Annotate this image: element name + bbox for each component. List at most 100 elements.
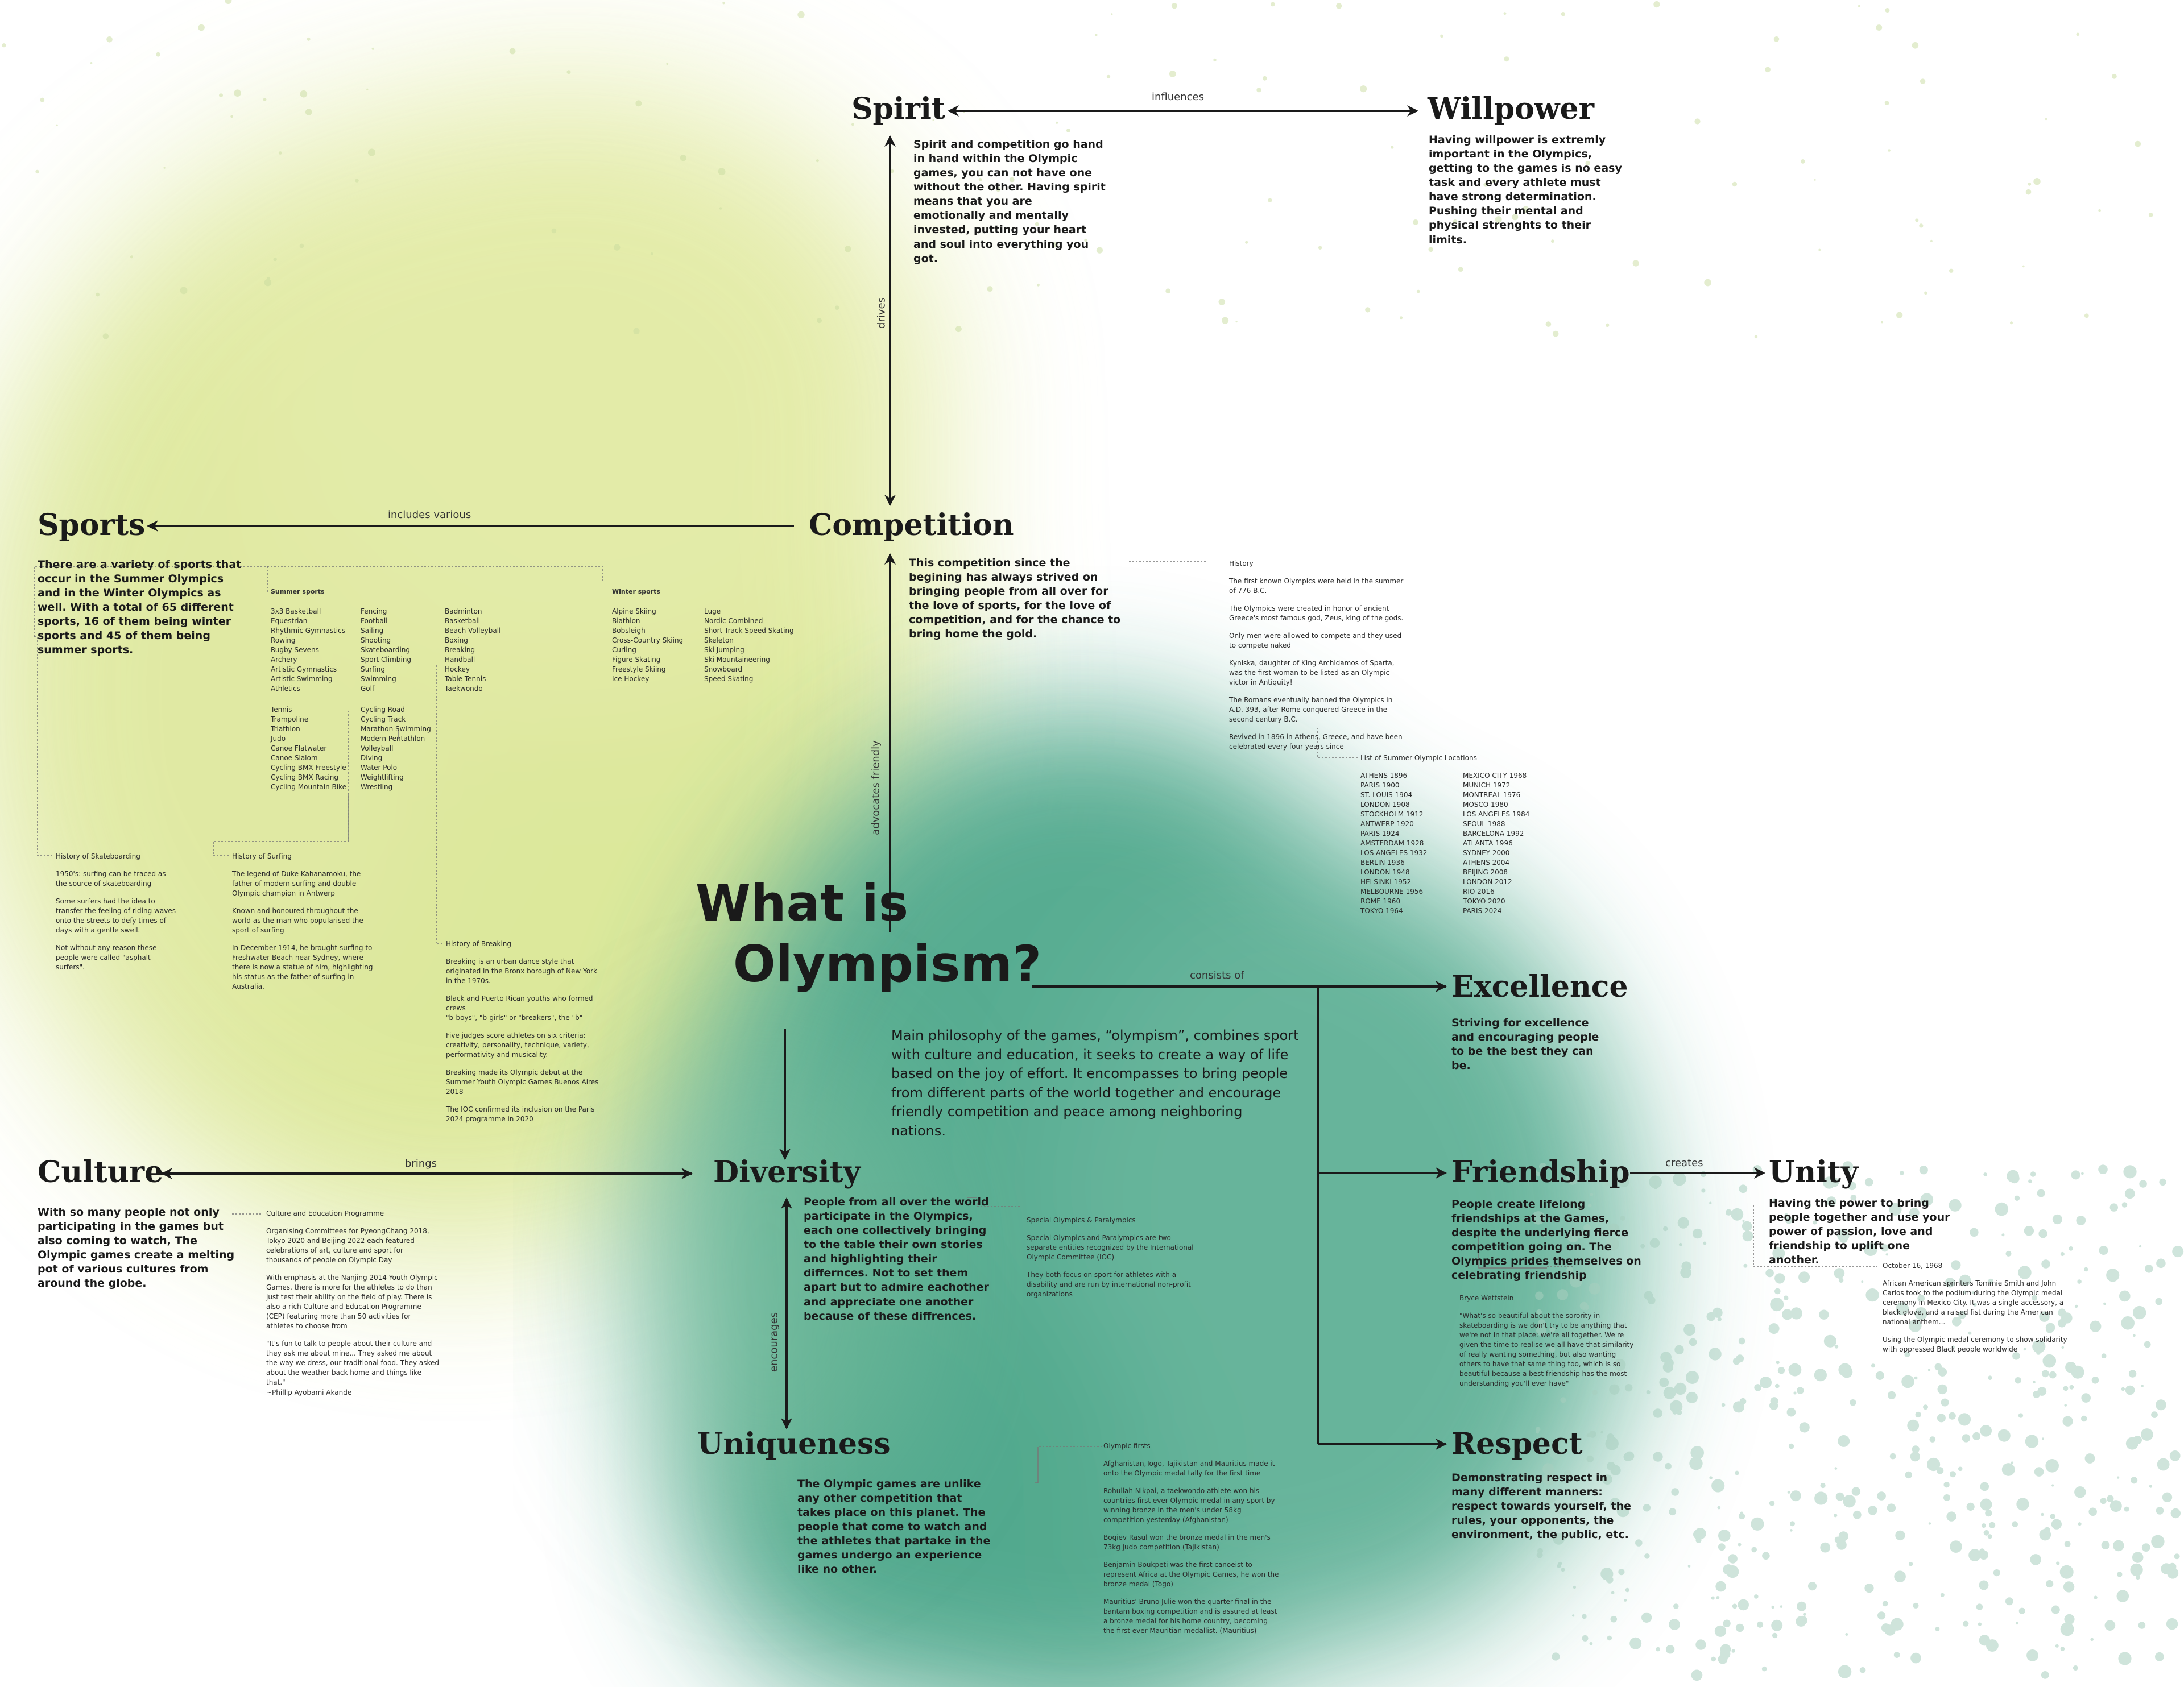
splatter-dot (817, 318, 822, 324)
splatter-dot (1669, 1508, 1677, 1516)
splatter-dot (2094, 1595, 2098, 1599)
splatter-dot (2081, 1172, 2084, 1175)
list-item: PARIS 1924 (1360, 830, 1400, 838)
splatter-dot (2005, 1597, 2013, 1606)
splatter-dot (1780, 1605, 1783, 1608)
splatter-dot (1775, 1276, 1783, 1283)
splatter-dot (1111, 13, 1113, 15)
splatter-dot (2060, 1647, 2065, 1651)
note-heading: Special Olympics & Paralympics (1027, 1216, 1136, 1224)
splatter-dot (2025, 1435, 2039, 1448)
splatter-dot (2041, 1512, 2044, 1516)
list-item: Figure Skating (612, 656, 661, 664)
splatter-dot (1235, 321, 1238, 323)
splatter-dot (2133, 1305, 2146, 1320)
splatter-dot (1318, 246, 1322, 250)
splatter-dot (1731, 1649, 1735, 1653)
splatter-dot (1653, 1, 1660, 8)
splatter-dot (1561, 12, 1566, 16)
splatter-dot (1665, 1645, 1675, 1654)
splatter-dot (816, 159, 819, 163)
list-item: Ice Hockey (612, 675, 650, 683)
splatter-dot (1624, 1451, 1635, 1461)
splatter-dot (1979, 1550, 1988, 1560)
splatter-dot (1927, 1369, 1931, 1371)
splatter-dot (1649, 1175, 1662, 1189)
splatter-dot (1913, 1602, 1919, 1609)
splatter-dot (371, 47, 374, 50)
splatter-dot (1712, 1307, 1723, 1318)
list-item: Bobsleigh (612, 627, 646, 635)
splatter-dot (1820, 1482, 1826, 1489)
splatter-dot (1877, 1491, 1886, 1501)
node-diversity: Diversity (713, 1158, 861, 1187)
splatter-dot (1774, 1273, 1785, 1284)
splatter-dot (1504, 56, 1509, 62)
splatter-dot (1875, 1371, 1884, 1380)
splatter-dot (1589, 1642, 1593, 1645)
splatter-dot (35, 169, 39, 174)
splatter-dot (1757, 1621, 1764, 1628)
splatter-dot (2084, 313, 2089, 318)
splatter-dot (1838, 1278, 1844, 1283)
splatter-dot (1976, 1603, 1983, 1610)
list-item: RIO 2016 (1463, 888, 1495, 896)
splatter-dot (2071, 1170, 2080, 1180)
note-heading: October 16, 1968 (1883, 1262, 1943, 1270)
splatter-dot (1686, 1371, 1699, 1384)
splatter-dot (633, 328, 640, 335)
splatter-dot (106, 36, 113, 43)
splatter-dot (1843, 1495, 1856, 1508)
splatter-dot (1818, 248, 1821, 251)
splatter-dot (1632, 260, 1639, 267)
splatter-dot (1718, 1543, 1726, 1551)
splatter-dot (2074, 1304, 2078, 1308)
splatter-dot (1754, 1384, 1761, 1391)
list-item: Rugby Sevens (271, 646, 319, 654)
note-paragraph: "What's so beautiful about the sorority … (1459, 1312, 1634, 1388)
list-item: Water Polo (361, 764, 398, 772)
splatter-dot (1607, 1635, 1612, 1641)
splatter-dot (1788, 1363, 1802, 1377)
list-item: SYDNEY 2000 (1463, 849, 1510, 857)
note-paragraph: The legend of Duke Kahanamoku, the fathe… (232, 870, 361, 898)
splatter-dot (2123, 1165, 2137, 1179)
splatter-dot (1881, 321, 1884, 324)
node-respect: Respect (1451, 1429, 1583, 1459)
splatter-dot (300, 90, 308, 98)
splatter-dot (1774, 1288, 1781, 1295)
splatter-dot (2155, 1652, 2164, 1661)
splatter-dot (1881, 1623, 1891, 1632)
list-item: Shooting (361, 636, 391, 645)
edge-label-encourages: encourages (768, 1312, 780, 1373)
splatter-dot (1400, 316, 1403, 320)
splatter-dot (1690, 1446, 1704, 1460)
splatter-dot (1834, 1345, 1839, 1349)
splatter-dot (1786, 1407, 1796, 1417)
note-paragraph: Breaking is an urban dance style that or… (446, 958, 598, 985)
splatter-dot (1927, 1457, 1941, 1472)
splatter-dot (1858, 5, 1860, 7)
splatter-dot (366, 88, 369, 90)
splatter-dot (90, 62, 93, 64)
splatter-dot (2030, 1171, 2036, 1177)
splatter-dot (1983, 1530, 1989, 1536)
list-item: LOS ANGELES 1932 (1360, 849, 1428, 857)
splatter-dot (1625, 1587, 1629, 1593)
splatter-dot (1980, 1498, 1992, 1511)
splatter-dot (1695, 1537, 1702, 1543)
splatter-dot (1660, 1352, 1672, 1363)
splatter-dot (2169, 1562, 2177, 1571)
splatter-dot (1171, 3, 1177, 9)
splatter-dot (1979, 1548, 1985, 1555)
list-item: Football (361, 617, 388, 625)
splatter-dot (1963, 1620, 1969, 1627)
note-paragraph: The IOC confirmed its inclusion on the P… (446, 1105, 595, 1124)
splatter-dot (2076, 1216, 2086, 1225)
splatter-dot (1732, 181, 1738, 187)
